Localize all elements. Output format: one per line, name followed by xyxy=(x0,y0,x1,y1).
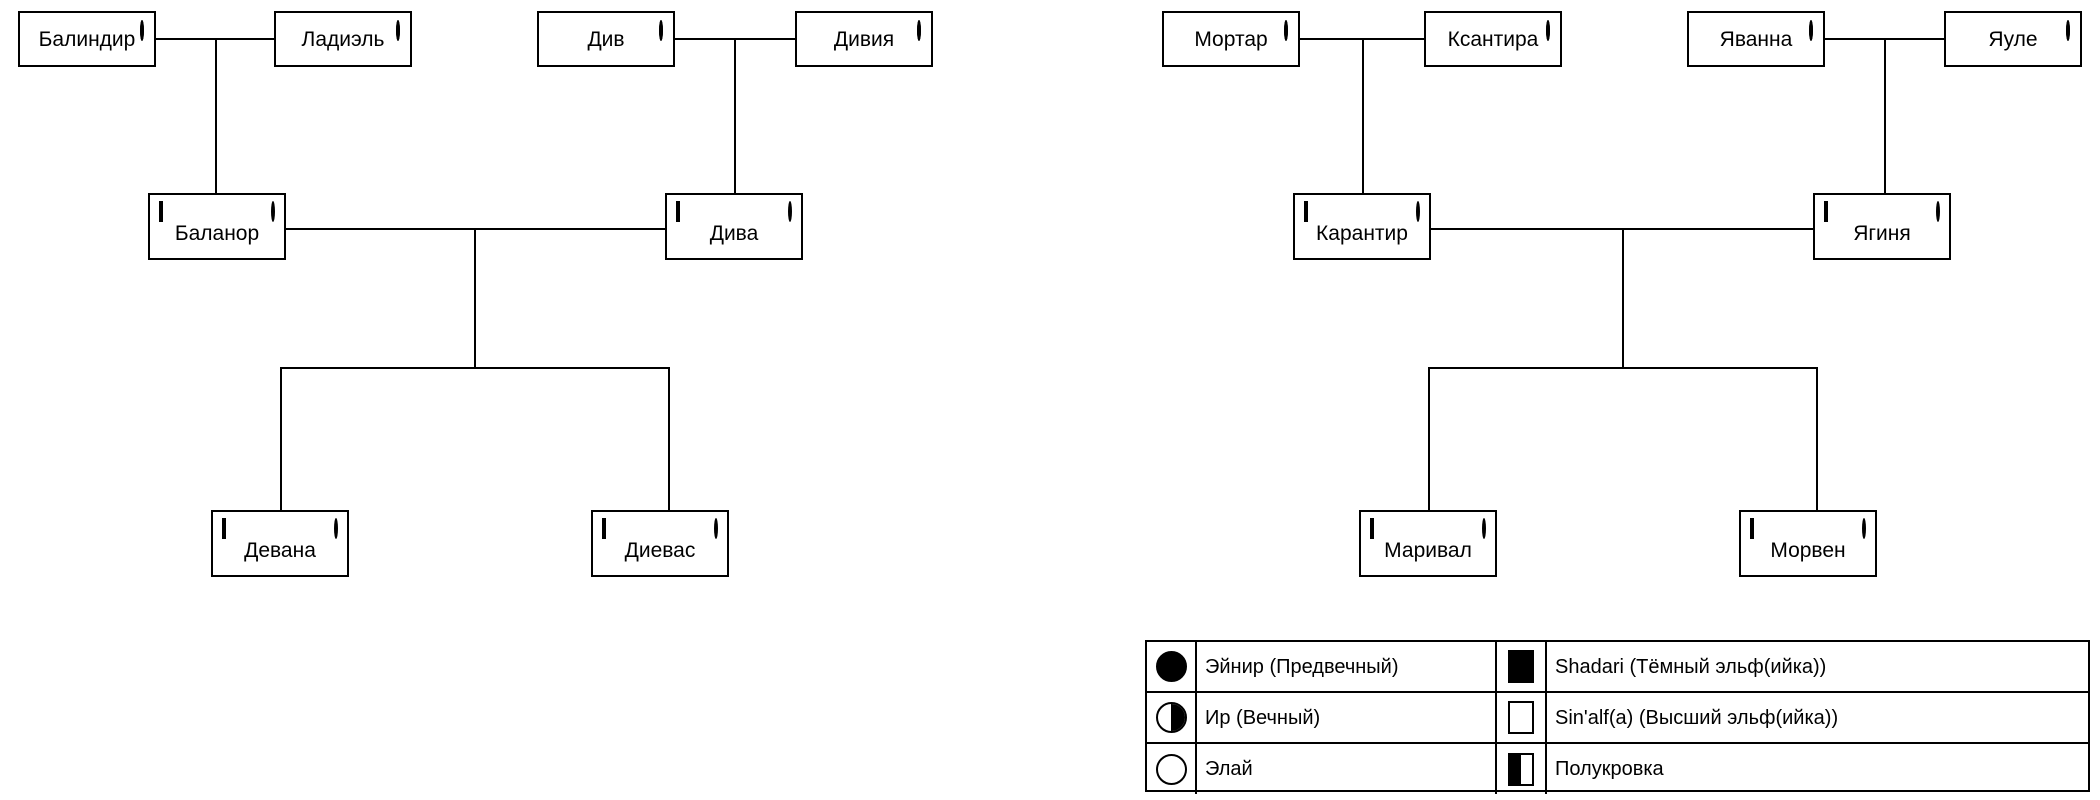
person-node-yavanna[interactable]: Яванна xyxy=(1687,11,1825,67)
legend-label: Эйнир (Предвечный) xyxy=(1205,655,1399,678)
legend-label: Shadari (Тёмный эльф(ийка)) xyxy=(1555,655,1827,678)
person-name: Ксантира xyxy=(1447,27,1539,51)
person-name: Диевас xyxy=(624,539,696,562)
descent-connector-balindir-ladiel xyxy=(215,38,217,203)
filled-circle-icon xyxy=(659,20,663,41)
legend-row: Элай Полукровка xyxy=(1147,744,2088,794)
filled-circle-icon xyxy=(140,20,144,41)
person-node-dievas[interactable]: Диевас xyxy=(591,510,729,577)
filled-square-icon xyxy=(1497,642,1547,691)
half-square-icon xyxy=(1497,744,1547,794)
filled-circle-icon xyxy=(1809,20,1813,41)
child-connector-devana xyxy=(280,367,282,512)
person-name: Маривал xyxy=(1384,539,1472,562)
person-node-balanor[interactable]: Баланор xyxy=(148,193,286,260)
person-node-karantir[interactable]: Карантир xyxy=(1293,193,1431,260)
hollow-square-icon xyxy=(676,201,680,222)
person-name: Ягиня xyxy=(1853,222,1911,245)
person-node-devana[interactable]: Девана xyxy=(211,510,349,577)
legend-entry-sinalf: Sin'alf(a) (Высший эльф(ийка)) xyxy=(1497,693,2088,742)
filled-circle-icon xyxy=(2066,20,2070,41)
half-circle-icon xyxy=(1147,693,1197,742)
legend-entry-ir: Ир (Вечный) xyxy=(1147,693,1497,742)
hollow-circle-icon xyxy=(1147,744,1197,794)
legend-label: Sin'alf(a) (Высший эльф(ийка)) xyxy=(1555,706,1839,729)
legend-entry-polukrovka: Полукровка xyxy=(1497,744,2088,794)
person-name: Дивия xyxy=(833,27,895,51)
descent-connector-balanor-diva xyxy=(474,228,476,369)
filled-circle-icon xyxy=(396,20,400,41)
legend-entry-shadari: Shadari (Тёмный эльф(ийка)) xyxy=(1497,642,2088,691)
person-name: Ладиэль xyxy=(301,27,385,51)
person-node-mortar[interactable]: Мортар xyxy=(1162,11,1300,67)
person-name: Баланор xyxy=(174,222,260,245)
person-node-ksantira[interactable]: Ксантира xyxy=(1424,11,1562,67)
hollow-circle-icon xyxy=(1862,518,1866,539)
hollow-square-icon xyxy=(222,518,226,539)
half-circle-icon xyxy=(1936,201,1940,222)
legend-entry-einir: Эйнир (Предвечный) xyxy=(1147,642,1497,691)
person-name: Девана xyxy=(244,539,316,562)
sibling-bus-right xyxy=(1428,367,1818,369)
person-node-diva[interactable]: Дива xyxy=(665,193,803,260)
half-circle-icon xyxy=(1416,201,1420,222)
filled-circle-icon xyxy=(917,20,921,41)
descent-connector-div-diviya xyxy=(734,38,736,203)
half-circle-icon xyxy=(271,201,275,222)
half-square-icon xyxy=(1750,518,1754,539)
person-node-div[interactable]: Див xyxy=(537,11,675,67)
legend-entry-elay: Элай xyxy=(1147,744,1497,794)
descent-connector-karantir-yaginya xyxy=(1622,228,1624,369)
filled-square-icon xyxy=(1304,201,1308,222)
hollow-square-icon xyxy=(1497,693,1547,742)
filled-circle-icon xyxy=(1284,20,1288,41)
half-square-icon xyxy=(1370,518,1374,539)
person-node-yaule[interactable]: Яуле xyxy=(1944,11,2082,67)
child-connector-dievas xyxy=(668,367,670,512)
legend-row: Ир (Вечный) Sin'alf(a) (Высший эльф(ийка… xyxy=(1147,693,2088,744)
legend-label: Полукровка xyxy=(1555,758,1664,780)
person-node-marival[interactable]: Маривал xyxy=(1359,510,1497,577)
person-name: Балиндир xyxy=(38,27,136,51)
child-connector-marival xyxy=(1428,367,1430,512)
person-node-ladiel[interactable]: Ладиэль xyxy=(274,11,412,67)
person-name: Яуле xyxy=(1988,27,2038,51)
hollow-square-icon xyxy=(602,518,606,539)
legend-label: Элай xyxy=(1205,758,1253,780)
person-name: Яванна xyxy=(1719,27,1793,51)
half-circle-icon xyxy=(788,201,792,222)
legend-row: Эйнир (Предвечный) Shadari (Тёмный эльф(… xyxy=(1147,642,2088,693)
legend-label: Ир (Вечный) xyxy=(1205,706,1321,729)
descent-connector-yavanna-yaule xyxy=(1884,38,1886,203)
hollow-circle-icon xyxy=(334,518,338,539)
hollow-circle-icon xyxy=(714,518,718,539)
person-node-yaginya[interactable]: Ягиня xyxy=(1813,193,1951,260)
person-node-balindir[interactable]: Балиндир xyxy=(18,11,156,67)
person-node-diviya[interactable]: Дивия xyxy=(795,11,933,67)
hollow-circle-icon xyxy=(1482,518,1486,539)
person-name: Мортар xyxy=(1194,27,1268,51)
filled-circle-icon xyxy=(1546,20,1550,41)
sibling-bus-left xyxy=(280,367,670,369)
person-name: Див xyxy=(587,27,625,51)
person-name: Карантир xyxy=(1316,222,1408,245)
hollow-square-icon xyxy=(1824,201,1828,222)
person-node-morven[interactable]: Морвен xyxy=(1739,510,1877,577)
person-name: Морвен xyxy=(1770,539,1846,562)
person-name: Дива xyxy=(709,222,759,245)
hollow-square-icon xyxy=(159,201,163,222)
legend-panel: Эйнир (Предвечный) Shadari (Тёмный эльф(… xyxy=(1145,640,2090,794)
descent-connector-mortar-ksantira xyxy=(1362,38,1364,203)
child-connector-morven xyxy=(1816,367,1818,512)
filled-circle-icon xyxy=(1147,642,1197,691)
